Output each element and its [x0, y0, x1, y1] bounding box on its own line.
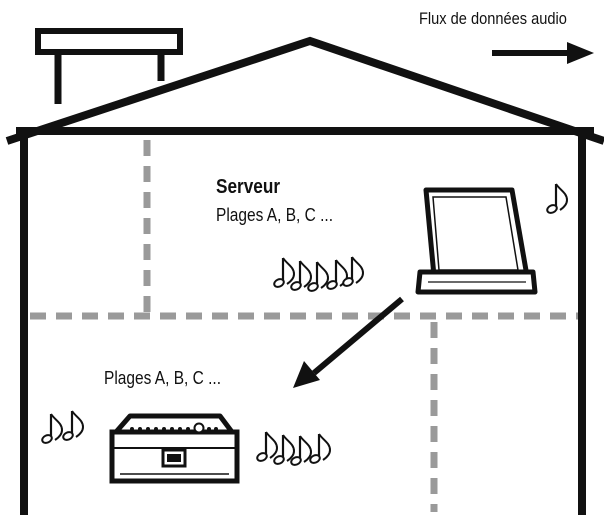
music-note-icon — [307, 432, 332, 466]
music-notes-server — [271, 255, 365, 294]
client-tracks-label: Plages A, B, C ... — [104, 368, 222, 388]
music-note-icon — [60, 409, 85, 443]
music-note-icon — [544, 182, 569, 216]
music-note-icon — [254, 430, 279, 464]
room-dividers — [30, 140, 578, 512]
house-outline-icon — [5, 36, 604, 515]
music-note-laptop — [544, 182, 569, 216]
chimney — [35, 28, 183, 104]
stream-arrow — [293, 296, 404, 388]
music-note-icon — [39, 412, 64, 446]
music-notes-right — [254, 430, 332, 468]
music-note-icon — [271, 256, 296, 290]
server-title: Serveur — [216, 176, 281, 198]
server-tracks-label: Plages A, B, C ... — [216, 205, 334, 225]
music-notes-left — [39, 409, 85, 446]
audio-flow-label: Flux de données audio — [419, 9, 567, 28]
right-arrow-icon — [492, 42, 594, 64]
audio-system-icon — [109, 413, 240, 484]
laptop-icon — [415, 187, 538, 295]
